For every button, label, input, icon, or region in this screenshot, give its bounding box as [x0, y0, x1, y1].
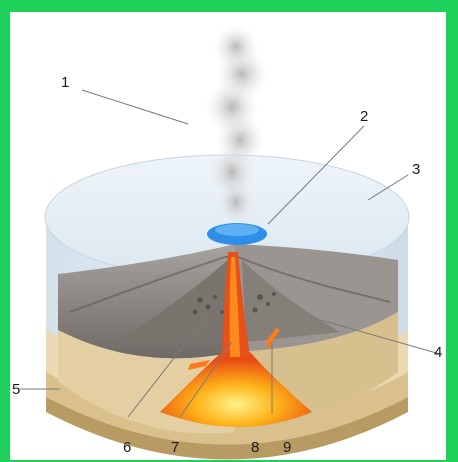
callout-6: 6 — [123, 440, 131, 455]
callout-4: 4 — [434, 345, 442, 360]
callout-5: 5 — [12, 382, 20, 397]
callout-3: 3 — [412, 162, 420, 177]
callout-1: 1 — [61, 75, 69, 90]
diagram-panel: 1 2 3 4 5 6 7 8 9 — [10, 12, 446, 460]
meltwater-lake-glow — [215, 224, 259, 236]
callout-8: 8 — [251, 440, 259, 455]
subglacial-volcano-diagram — [10, 12, 446, 460]
callout-9: 9 — [283, 440, 291, 455]
callout-7: 7 — [171, 440, 179, 455]
callout-2: 2 — [360, 109, 368, 124]
